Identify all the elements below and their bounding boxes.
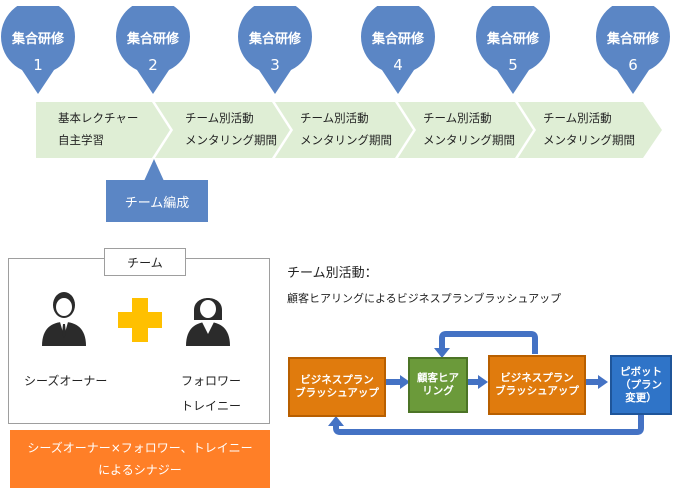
- stage-line1: チーム別活動: [423, 111, 492, 125]
- map-pin-shape: [476, 6, 550, 94]
- pin-number: 4: [393, 56, 403, 74]
- stage-line1: チーム別活動: [543, 111, 612, 125]
- stage-chevron-5: [518, 102, 662, 158]
- flow-box-line: ブラッシュアップ: [295, 387, 379, 399]
- flow-box-line: ビジネスプラン: [300, 374, 374, 386]
- stage-chevron-4: [398, 102, 533, 158]
- stage-4-text: チーム別活動 メンタリング期間: [423, 110, 515, 148]
- stage-3-text: チーム別活動 メンタリング期間: [300, 110, 392, 148]
- pin-5: 集合研修 5: [475, 6, 555, 96]
- pin-title: 集合研修: [126, 32, 179, 47]
- flow-arrows: [328, 331, 644, 435]
- map-pin-shape: [1, 6, 75, 94]
- pin-number: 6: [628, 56, 638, 74]
- pin-title: 集合研修: [371, 32, 424, 47]
- stage-1-text: 基本レクチャー 自主学習: [58, 110, 138, 148]
- pin-number: 5: [508, 56, 518, 74]
- synergy-line2: によるシナジー: [98, 463, 182, 477]
- stage-chevron-3: [275, 102, 413, 158]
- member-trainee: トレイニー: [181, 399, 242, 413]
- stage-chevron-1: [36, 102, 170, 158]
- pin-number: 2: [148, 56, 158, 74]
- map-pin-shape: [238, 6, 312, 94]
- team-formation-pointer: [144, 159, 164, 181]
- pin-title: 集合研修: [606, 32, 659, 47]
- pin-6: 集合研修 6: [595, 6, 675, 96]
- pin-3: 集合研修 3: [237, 6, 317, 96]
- pin-number: 1: [33, 56, 43, 74]
- synergy-box: シーズオーナー×フォロワー、トレイニー によるシナジー: [10, 430, 270, 488]
- stage-line2: メンタリング期間: [185, 133, 277, 147]
- map-pin-shape: [596, 6, 670, 94]
- timeline-ribbon: [36, 102, 662, 158]
- member-seeds-owner: シーズオーナー: [24, 374, 108, 388]
- plus-icon: [118, 298, 162, 342]
- person-female-icon: [186, 298, 230, 346]
- flow-box-plan-2: ビジネスプランブラッシュアップ: [488, 355, 586, 415]
- synergy-line1: シーズオーナー×フォロワー、トレイニー: [27, 441, 253, 455]
- stage-5-text: チーム別活動 メンタリング期間: [543, 110, 635, 148]
- team-title-box: チーム: [104, 248, 186, 276]
- map-pin-shape: [116, 6, 190, 94]
- pin-number: 3: [270, 56, 280, 74]
- loop-arrow-bottom: [333, 414, 644, 435]
- flow-box-line: （プラン: [620, 378, 662, 391]
- stage-line2: メンタリング期間: [300, 133, 392, 147]
- flow-box-hearing: 顧客ヒアリング: [408, 357, 468, 413]
- pin-4: 集合研修 4: [360, 6, 440, 96]
- team-title: チーム: [127, 255, 163, 270]
- pin-2: 集合研修 2: [115, 6, 195, 96]
- stage-line1: チーム別活動: [185, 111, 254, 125]
- stage-line2: メンタリング期間: [423, 133, 515, 147]
- activity-title: チーム別活動：: [287, 266, 378, 281]
- pin-title: 集合研修: [11, 32, 64, 47]
- team-formation-box: チーム編成: [106, 180, 208, 222]
- flow-box-line: ピボット: [620, 365, 662, 378]
- person-male-icon: [42, 292, 86, 346]
- stage-line2: 自主学習: [58, 133, 104, 147]
- stage-line1: 基本レクチャー: [58, 111, 139, 125]
- team-formation-label: チーム編成: [124, 195, 190, 211]
- activity-subtitle: 顧客ヒアリングによるビジネスプランブラッシュアップ: [287, 292, 562, 305]
- member-follower: フォロワー: [181, 374, 242, 388]
- pin-title: 集合研修: [486, 32, 539, 47]
- flow-box-plan-1: ビジネスプランブラッシュアップ: [288, 357, 386, 417]
- flow-box-line: ブラッシュアップ: [495, 385, 579, 397]
- flow-box-line: 変更）: [625, 391, 657, 404]
- flow-box-line: 顧客ヒア: [417, 372, 459, 384]
- map-pin-shape: [361, 6, 435, 94]
- stage-line2: メンタリング期間: [543, 133, 635, 147]
- loop-arrow-top: [439, 331, 538, 354]
- pin-1: 集合研修 1: [0, 6, 80, 96]
- flow-box-line: リング: [422, 385, 454, 397]
- pin-title: 集合研修: [248, 32, 301, 47]
- flow-box-pivot: ピボット（プラン変更）: [610, 355, 672, 415]
- stage-line1: チーム別活動: [300, 111, 369, 125]
- stage-2-text: チーム別活動 メンタリング期間: [185, 110, 277, 148]
- flow-box-line: ビジネスプラン: [500, 372, 574, 384]
- stage-chevron-2: [155, 102, 290, 158]
